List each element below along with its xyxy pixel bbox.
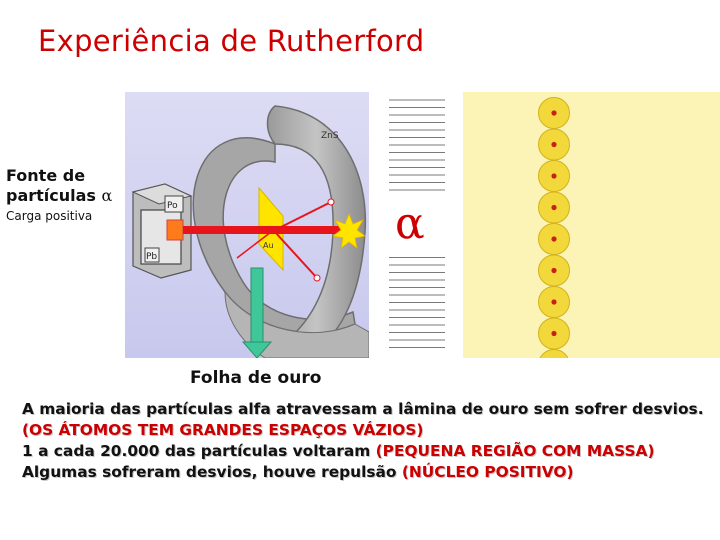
atom-nucleus (551, 330, 557, 337)
atom-nucleus (551, 141, 557, 148)
explanation-line-2: (OS ÁTOMOS TEM GRANDES ESPAÇOS VÁZIOS) (22, 421, 424, 439)
explanation-text: A maioria das partículas alfa atravessam… (22, 399, 712, 483)
source-label: Fonte de partículas α (6, 166, 112, 206)
atom-nucleus (551, 173, 557, 179)
apparatus-svg: ZnS Po Pb Au (125, 92, 370, 359)
zns-label: ZnS (321, 131, 339, 141)
explanation-line-4-main: Algumas sofreram desvios, houve repulsão (22, 463, 402, 481)
atom-nucleus (551, 236, 557, 242)
atom-model-panel: α (381, 92, 720, 381)
source-label-line1: Fonte de (6, 166, 86, 185)
alpha-tracks (389, 99, 445, 348)
page-title: Experiência de Rutherford (38, 24, 425, 58)
deflected-ray-up (274, 201, 332, 231)
scintillation-flash (332, 212, 366, 249)
atom-nucleus (551, 267, 557, 274)
alpha-label: α (395, 198, 425, 249)
deflected-ray-down (274, 231, 318, 279)
flash-dot-1 (327, 198, 335, 206)
explanation-line-1: A maioria das partículas alfa atravessam… (22, 400, 704, 418)
explanation-line-3-main: 1 a cada 20.000 das partículas voltaram (22, 442, 376, 460)
atom-model-svg: α (381, 92, 720, 381)
foil-pointer-arrow (241, 267, 273, 359)
explanation-line-3: 1 a cada 20.000 das partículas voltaram … (22, 441, 712, 462)
alpha-beam (183, 226, 343, 234)
atom-nucleus (551, 299, 557, 305)
foil-tag: Au (263, 241, 274, 250)
source-block: Po Pb (131, 183, 193, 279)
incoming-beam-area (381, 92, 463, 358)
source-block-label-bottom: Pb (146, 252, 157, 262)
backscatter-ray (236, 231, 272, 259)
flash-dot-2 (313, 274, 321, 282)
atom-nucleus (551, 204, 557, 211)
atom-nucleus (551, 110, 557, 116)
explanation-line-4: Algumas sofreram desvios, houve repulsão… (22, 462, 712, 483)
source-label-line2-row: partículas α (6, 186, 112, 206)
explanation-line-4-highlight: (NÚCLEO POSITIVO) (401, 463, 574, 481)
explanation-line-3-highlight: (PEQUENA REGIÃO COM MASSA) (375, 442, 655, 460)
source-label-line2: partículas (6, 186, 96, 205)
apparatus-illustration: ZnS Po Pb Au (125, 92, 370, 359)
zns-screen-face (266, 105, 367, 351)
foil-label: Folha de ouro (190, 368, 322, 388)
source-block-label-top: Po (167, 201, 178, 211)
source-sublabel: Carga positiva (6, 209, 93, 223)
alpha-symbol: α (101, 186, 113, 205)
